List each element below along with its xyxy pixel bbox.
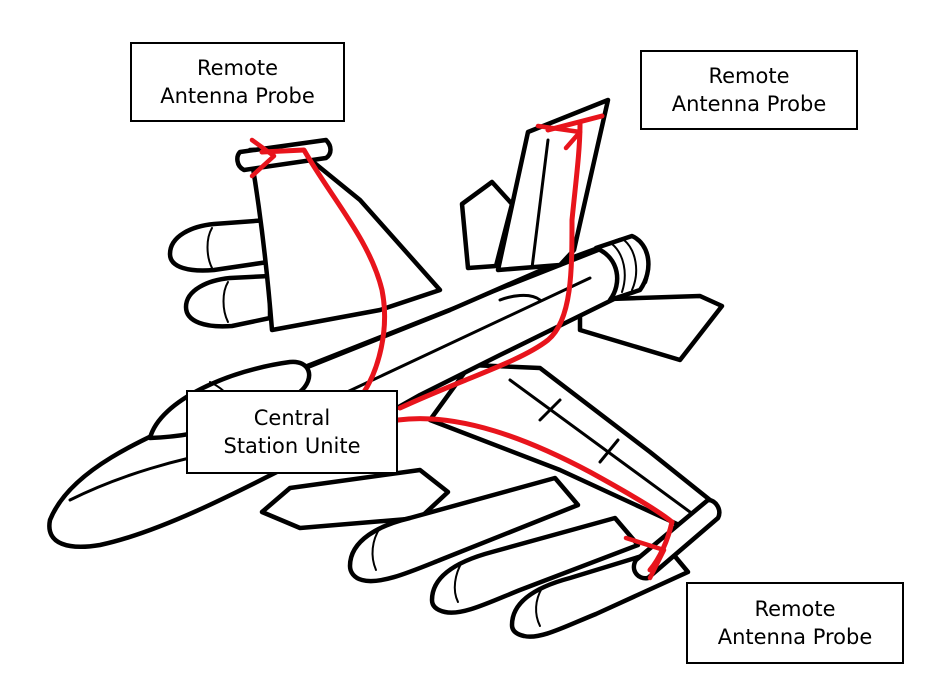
label-line-2: Antenna Probe [671, 92, 827, 116]
missile-1 [347, 475, 581, 584]
missile-2 [429, 515, 641, 615]
cable-to-top-left-probe [259, 147, 387, 395]
label-line-1: Remote [708, 64, 790, 88]
cable-to-bottom-right-probe [395, 416, 675, 525]
arrow-icon [623, 535, 667, 581]
underwing-stores [259, 467, 691, 639]
wingtip-rail-left [235, 137, 333, 173]
tail-fin-right [495, 97, 611, 273]
label-line-1: Remote [196, 56, 279, 80]
probe-arrows [249, 123, 667, 581]
label-central-station-unit: Central Station Unite [186, 390, 398, 474]
label-remote-probe-bottom-right: Remote Antenna Probe [686, 582, 904, 664]
horizontal-stabilizer [577, 293, 725, 363]
label-line-1: Central [253, 406, 331, 430]
wing-tanks-left [167, 217, 273, 329]
label-line-2: Antenna Probe [160, 84, 315, 108]
tank-1 [167, 217, 271, 273]
tail-fin-left [247, 145, 443, 333]
arrow-icon [535, 123, 583, 151]
label-line-1: Remote [754, 597, 836, 621]
cable-to-top-right-probe [397, 121, 583, 411]
label-line-2: Antenna Probe [717, 625, 873, 649]
fuselage-pylon [259, 467, 451, 531]
label-remote-probe-top-right: Remote Antenna Probe [640, 50, 858, 130]
antenna-cables [259, 113, 675, 573]
label-line-2: Station Unite [223, 434, 361, 458]
label-remote-probe-top-left: Remote Antenna Probe [130, 42, 345, 122]
arrow-icon [249, 137, 277, 179]
